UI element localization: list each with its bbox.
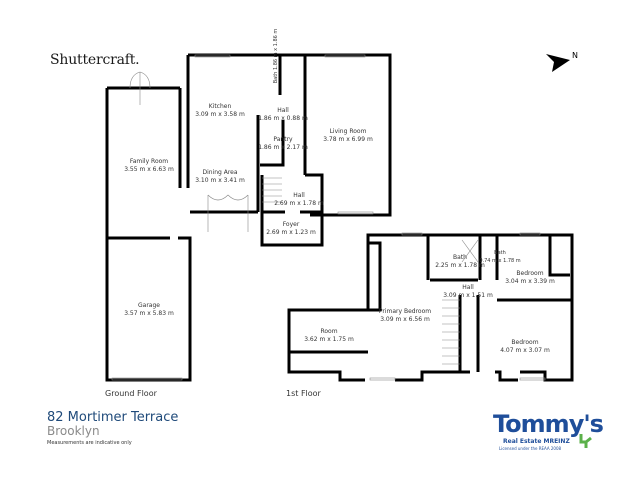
svg-text:N: N xyxy=(572,51,578,60)
listing-address: 82 Mortimer Terrace xyxy=(47,410,179,425)
north-arrow: N xyxy=(540,46,580,76)
compass-arrow-icon: N xyxy=(546,51,578,72)
room-bath-ground: Bath 1.86 m x 1.86 m xyxy=(273,28,279,84)
measurement-note: Measurements are indicative only xyxy=(47,440,132,446)
ground-floor-label: Ground Floor xyxy=(105,389,157,398)
house-key-icon xyxy=(579,434,592,448)
agency-logo: Tommy's Real Estate MREINZ Licensed unde… xyxy=(493,410,604,455)
listing-suburb: Brooklyn xyxy=(47,424,100,438)
agency-name: Tommy's xyxy=(493,410,604,438)
agency-license: Licensed under the REAA 2008 xyxy=(499,446,562,451)
first-floor-label: 1st Floor xyxy=(286,389,321,398)
agency-subtitle: Real Estate MREINZ xyxy=(503,438,570,445)
brand-logo: Shuttercraft. xyxy=(50,52,140,68)
